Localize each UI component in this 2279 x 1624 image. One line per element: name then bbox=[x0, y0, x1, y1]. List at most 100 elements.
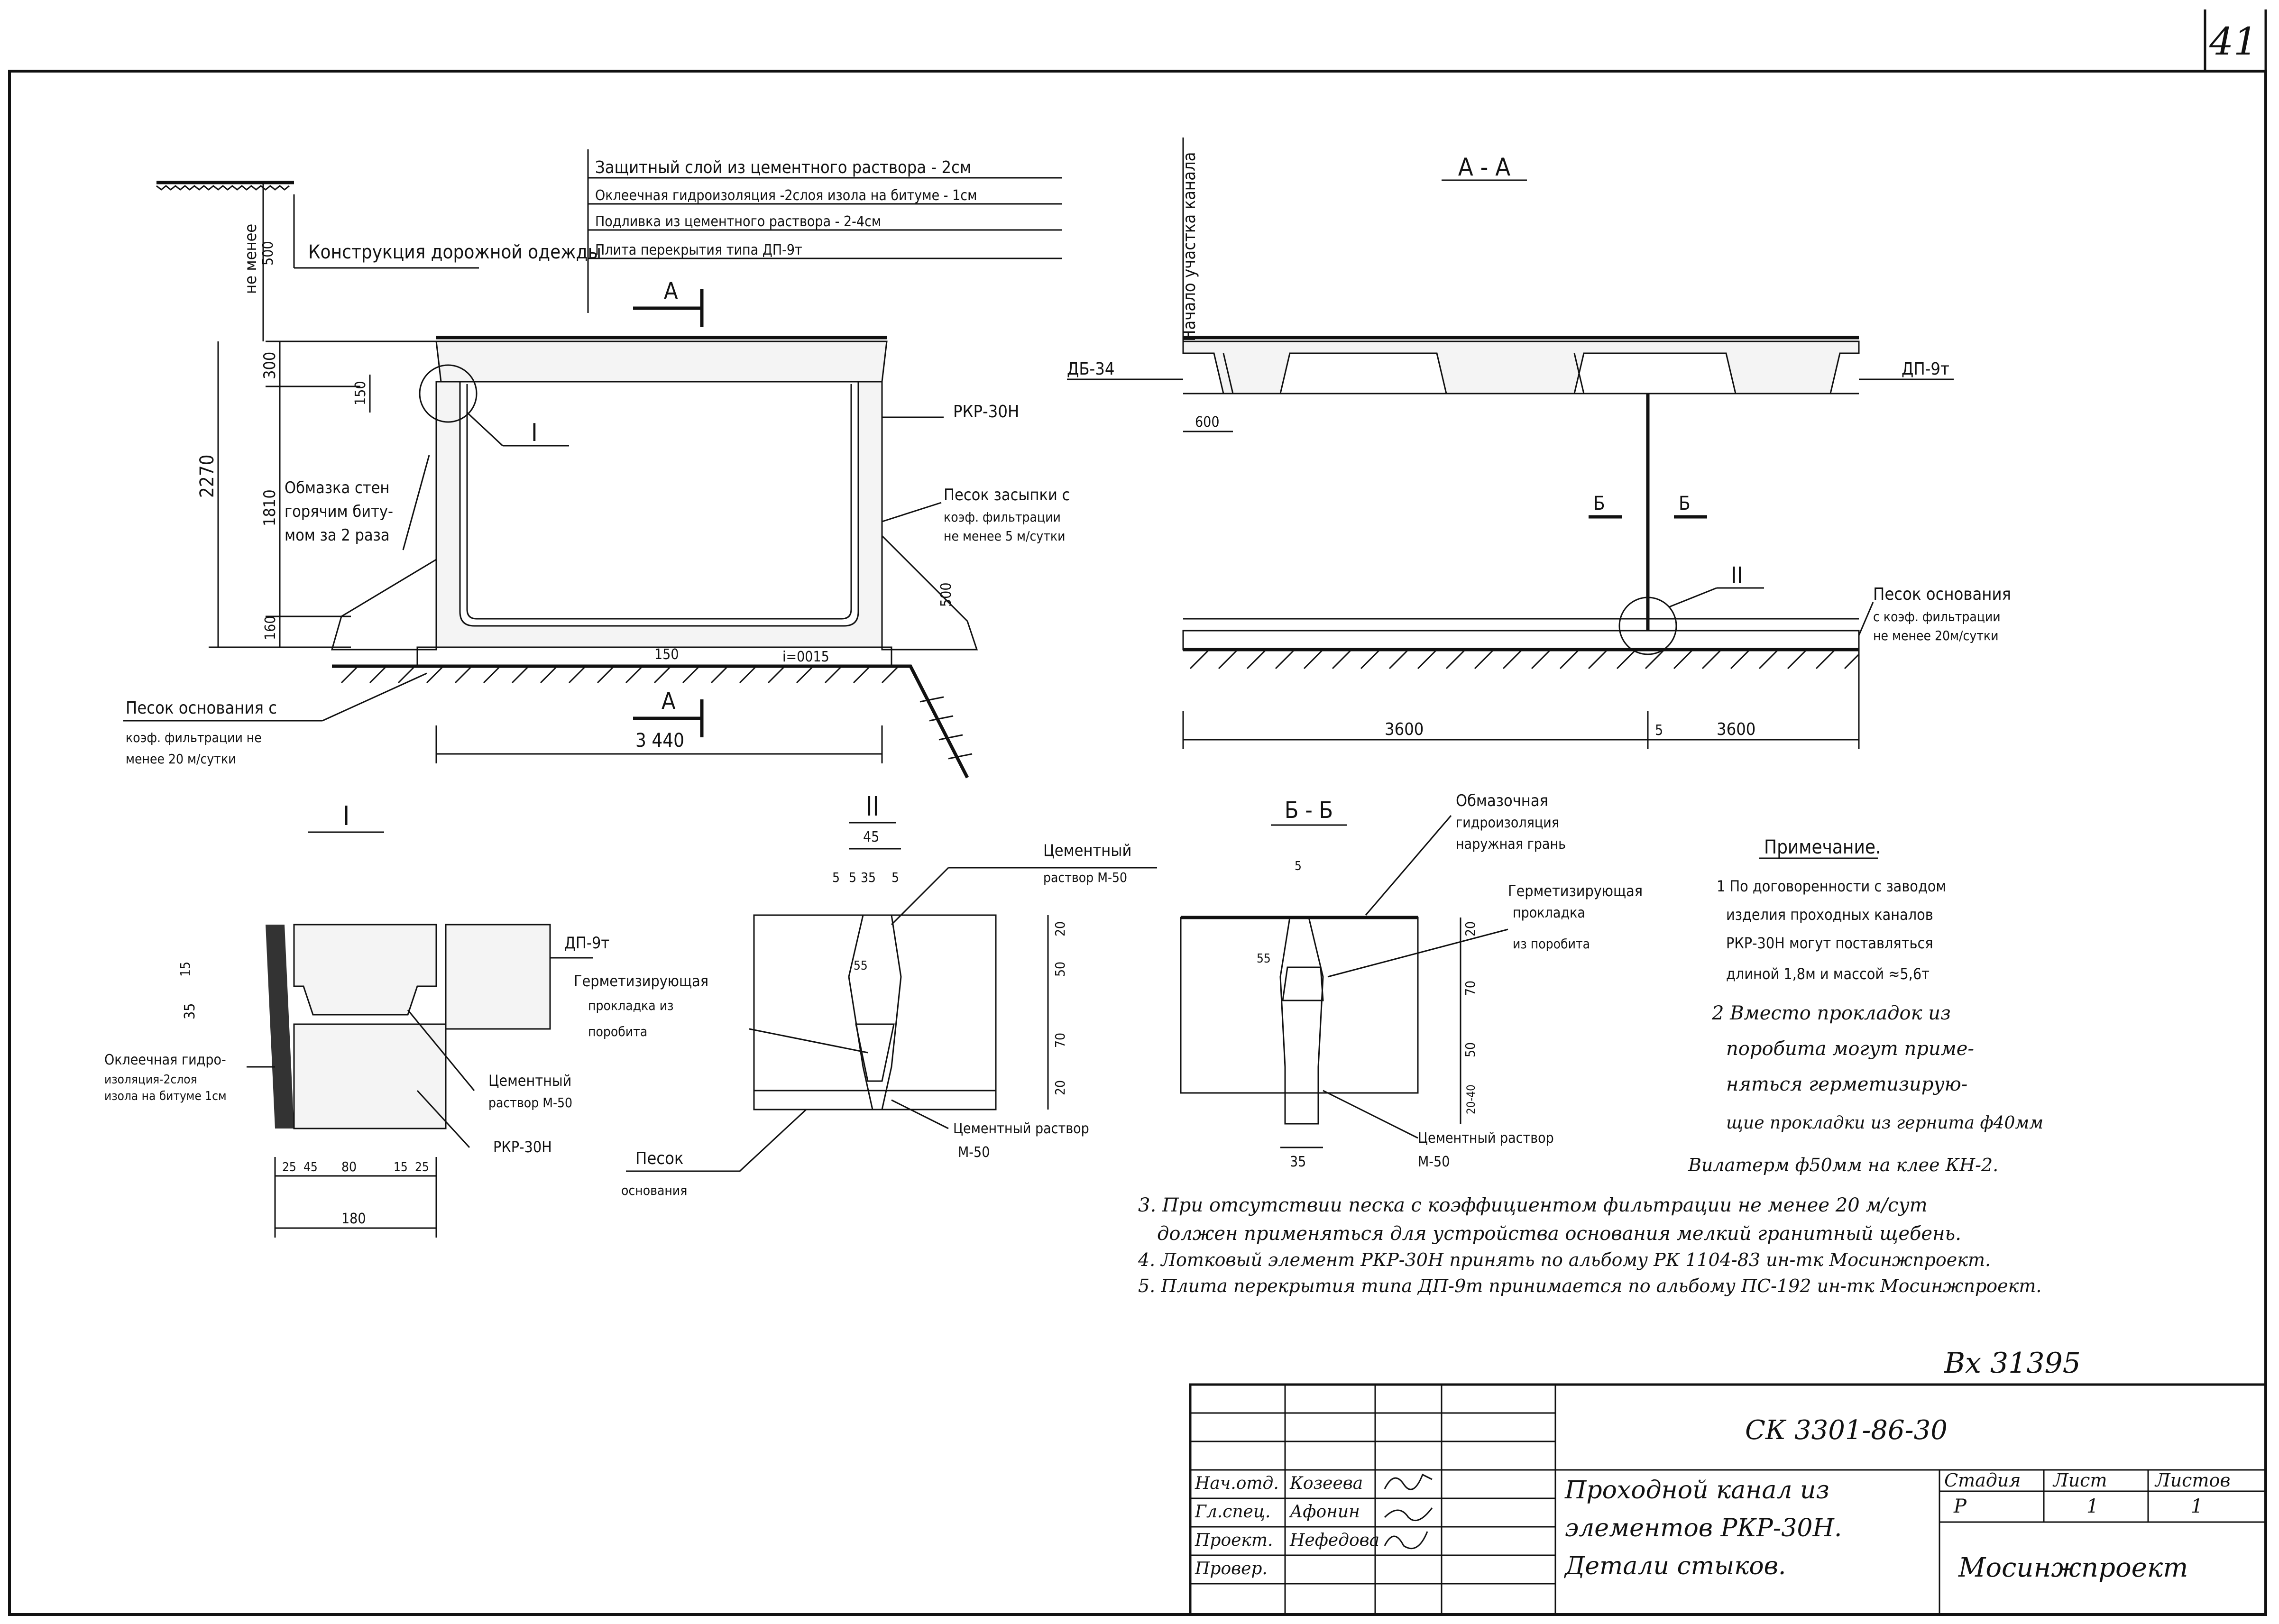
detail-1: I ДП-9т Оклеечная гидро- изоляция-2слоя … bbox=[104, 801, 609, 1238]
base-sand-label-1: Песок основания с bbox=[126, 698, 277, 718]
note-2a: 2 Вместо прокладок из bbox=[1711, 1002, 1951, 1024]
dim-3600a: 3600 bbox=[1385, 720, 1424, 739]
element-label: РКР-30Н bbox=[953, 402, 1019, 422]
dim-160: 160 bbox=[262, 615, 279, 640]
section-aa: А - А Начало участка канала ДБ-34 ДП-9т … bbox=[1067, 138, 2011, 749]
detail-2-d1: 5 bbox=[832, 870, 840, 885]
detail-2-cement-bottom-1: Цементный раствор bbox=[953, 1120, 1089, 1137]
detail-bb-gasket-3: из поробита bbox=[1513, 936, 1590, 952]
detail-2-title: II bbox=[865, 791, 880, 822]
detail-2-gasket-3: поробита bbox=[588, 1024, 647, 1039]
coating-label-1: Обмазка стен bbox=[285, 478, 389, 497]
not-less-label: не менее bbox=[241, 224, 260, 294]
detail-2-d2: 5 bbox=[849, 870, 856, 885]
aa-sand-leader bbox=[1858, 602, 1874, 636]
role-1: Нач.отд. bbox=[1195, 1474, 1279, 1493]
layer-4: Плита перекрытия типа ДП-9т bbox=[595, 242, 802, 258]
detail-2-dim-45: 45 bbox=[863, 829, 879, 845]
detail-bb-cement-leader bbox=[1323, 1090, 1418, 1139]
detail-2-sand-leader bbox=[739, 1109, 807, 1172]
aa-base-sand bbox=[1182, 630, 1860, 651]
road-label-text: Конструкция дорожной одежды bbox=[308, 241, 601, 263]
detail-1-element bbox=[293, 1023, 447, 1129]
ground-line bbox=[332, 664, 969, 779]
aa-sand-label-1: Песок основания bbox=[1873, 585, 2011, 604]
detail-2-gasket-leader bbox=[749, 1028, 868, 1054]
detail-1-wp-1: Оклеечная гидро- bbox=[104, 1052, 226, 1068]
ground-hatch bbox=[340, 665, 973, 760]
detail-2-cement-leader bbox=[891, 867, 949, 926]
detail-1-d3: 80 bbox=[341, 1159, 357, 1174]
detail-1-dp-label: ДП-9т bbox=[564, 934, 609, 953]
section-mark-bottom: А bbox=[662, 688, 676, 715]
sheet-label: Лист bbox=[2052, 1470, 2107, 1491]
detail-bb-gasket-2: прокладка bbox=[1513, 905, 1585, 921]
detail-1-cement-1: Цементный bbox=[488, 1072, 571, 1090]
detail-1-waterproof bbox=[266, 925, 294, 1129]
detail-bb-dim-35: 35 bbox=[1290, 1154, 1306, 1170]
callout-circle-1 bbox=[419, 364, 478, 423]
aa-ground-hatch bbox=[1189, 649, 1860, 670]
channel-element bbox=[435, 381, 883, 648]
road-hatch bbox=[156, 185, 290, 191]
detail-1-slab bbox=[445, 924, 551, 1030]
note-4: 4. Лотковый элемент РКР-30Н принять по а… bbox=[1138, 1249, 1991, 1270]
detail-1-dim-35: 35 bbox=[182, 1003, 198, 1019]
detail-2-sand bbox=[753, 1090, 997, 1110]
detail-1-title: I bbox=[343, 801, 350, 832]
coating-label-3: мом за 2 раза bbox=[285, 526, 390, 545]
detail-2-body bbox=[753, 914, 997, 1092]
detail-2-r1: 20 bbox=[1052, 921, 1068, 936]
detail-2-sand-2: основания bbox=[621, 1183, 687, 1198]
detail-1-el-label: РКР-30Н bbox=[493, 1138, 552, 1156]
sheets-label: Листов bbox=[2154, 1470, 2231, 1491]
detail-2-r2: 50 bbox=[1052, 962, 1068, 977]
detail-bb-body bbox=[1180, 917, 1419, 1094]
base-sand-leader bbox=[322, 672, 427, 722]
title-line-2: элементов РКР-30Н. bbox=[1565, 1514, 1842, 1542]
detail-bb-gasket bbox=[1282, 966, 1324, 1001]
dim-2270: 2270 bbox=[196, 454, 218, 498]
main-section: Конструкция дорожной одежды Защитный сло… bbox=[123, 149, 1070, 779]
detail-bb-r2: 70 bbox=[1462, 981, 1478, 996]
dim-300: 300 bbox=[260, 352, 279, 379]
callout-1-leader bbox=[466, 412, 504, 447]
stage-label: Стадия bbox=[1944, 1470, 2021, 1491]
backfill-label-2: коэф. фильтрации bbox=[944, 509, 1061, 525]
detail-bb: Б - Б Обмазочная гидроизоляция наружная … bbox=[1180, 791, 1643, 1170]
detail-1-cement-leader bbox=[407, 1009, 475, 1091]
dim-150: 150 bbox=[654, 646, 679, 663]
layer-3: Подливка из цементного раствора - 2-4см bbox=[595, 213, 881, 230]
section-mark-top: А bbox=[664, 278, 678, 304]
role-3: Проект. bbox=[1195, 1531, 1273, 1550]
layer-2: Оклеечная гидроизоляция -2слоя изола на … bbox=[595, 187, 977, 204]
db-label: ДБ-34 bbox=[1067, 359, 1114, 379]
note-3a: 3. При отсутствии песка с коэффициентом … bbox=[1138, 1194, 1928, 1216]
name-2: Афонин bbox=[1288, 1502, 1360, 1522]
name-1: Козеева bbox=[1289, 1474, 1363, 1493]
note-1-line-2: изделия проходных каналов bbox=[1726, 906, 1933, 924]
note-2c: няться герметизирую- bbox=[1726, 1073, 1967, 1095]
title-line-3: Детали стыков. bbox=[1564, 1552, 1786, 1580]
detail-bb-r3: 50 bbox=[1462, 1042, 1478, 1057]
detail-2-r4: 20 bbox=[1052, 1080, 1068, 1095]
detail-2-d3: 35 bbox=[861, 870, 876, 885]
detail-2-sand-1: Песок bbox=[635, 1149, 683, 1168]
coating-leader bbox=[402, 455, 430, 551]
sheet-value: 1 bbox=[2086, 1496, 2098, 1517]
road-label: Конструкция дорожной одежды bbox=[308, 241, 601, 263]
detail-bb-coating-1: Обмазочная bbox=[1456, 791, 1548, 810]
detail-1-cement-2: раствор М-50 bbox=[488, 1095, 572, 1110]
layer-1: Защитный слой из цементного раствора - 2… bbox=[595, 158, 971, 177]
detail-bb-r1: 20 bbox=[1462, 921, 1478, 936]
base-sand-label-3: менее 20 м/сутки bbox=[126, 751, 236, 767]
detail-2-r3: 70 bbox=[1052, 1033, 1068, 1048]
note-2e: Вилатерм ф50мм на клее КН-2. bbox=[1688, 1155, 1998, 1175]
detail-1-d4: 15 bbox=[394, 1160, 408, 1174]
name-3: Нефедова bbox=[1289, 1531, 1379, 1550]
note-2b: поробита могут приме- bbox=[1726, 1038, 1974, 1060]
detail-2-cement-bottom-2: М-50 bbox=[958, 1144, 990, 1161]
signature-1 bbox=[1384, 1473, 1433, 1490]
stamp-frame bbox=[1189, 1383, 2267, 1616]
